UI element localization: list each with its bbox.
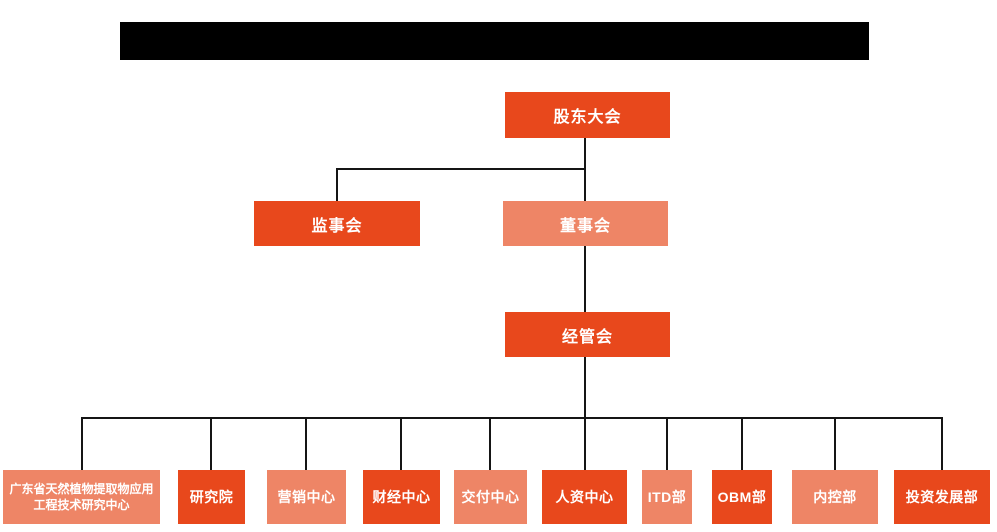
connector-drop-dept-2 xyxy=(210,417,212,470)
redacted-title-bar xyxy=(120,22,869,60)
node-shareholders-meeting: 股东大会 xyxy=(505,92,670,138)
node-dept-marketing-center: 营销中心 xyxy=(267,470,346,524)
connector-drop-dept-9 xyxy=(834,417,836,470)
connector-horizontal-level2 xyxy=(336,168,586,170)
connector-to-supervisory xyxy=(336,168,338,201)
connector-drop-dept-3 xyxy=(305,417,307,470)
connector-horizontal-departments xyxy=(81,417,943,419)
connector-board-to-management xyxy=(584,246,586,312)
node-dept-hr-center: 人资中心 xyxy=(542,470,627,524)
connector-drop-dept-5 xyxy=(489,417,491,470)
connector-drop-dept-8 xyxy=(741,417,743,470)
node-management-committee: 经管会 xyxy=(505,312,670,357)
node-dept-investment-development: 投资发展部 xyxy=(894,470,990,524)
connector-drop-dept-7 xyxy=(666,417,668,470)
node-dept-itd: ITD部 xyxy=(642,470,692,524)
connector-drop-dept-4 xyxy=(400,417,402,470)
connector-management-to-departments xyxy=(584,357,586,470)
node-dept-internal-control: 内控部 xyxy=(792,470,878,524)
connector-drop-dept-1 xyxy=(81,417,83,470)
node-dept-obm: OBM部 xyxy=(712,470,772,524)
node-dept-delivery-center: 交付中心 xyxy=(454,470,527,524)
node-board-of-directors: 董事会 xyxy=(503,201,668,246)
node-dept-research-institute: 研究院 xyxy=(178,470,245,524)
node-dept-finance-center: 财经中心 xyxy=(363,470,440,524)
connector-drop-dept-10 xyxy=(941,417,943,470)
node-supervisory-board: 监事会 xyxy=(254,201,420,246)
node-dept-research-center: 广东省天然植物提取物应用工程技术研究中心 xyxy=(3,470,160,524)
